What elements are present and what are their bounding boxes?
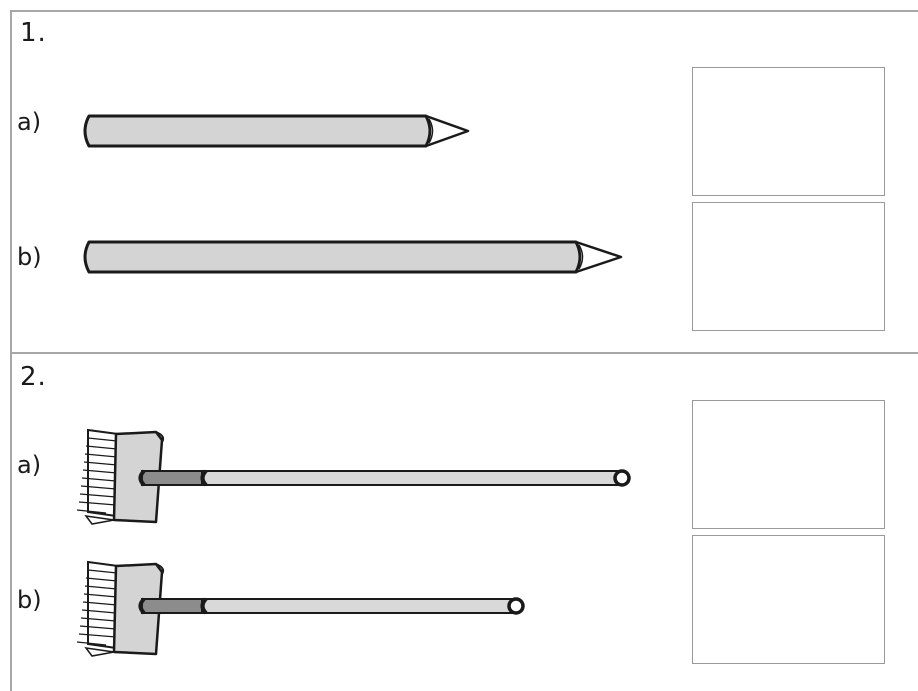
answer-box-2b[interactable]: [692, 535, 885, 664]
broom-short-icon: [76, 560, 525, 657]
answer-box-1b[interactable]: [692, 202, 885, 331]
item-label-b: b): [17, 243, 42, 271]
pencil-short-icon: [83, 114, 470, 148]
item-label-a: a): [17, 108, 42, 136]
question-number: 2.: [20, 362, 47, 392]
question-number: 1.: [20, 18, 47, 48]
answer-box-1a[interactable]: [692, 67, 885, 196]
broom-long-icon: [76, 428, 631, 525]
item-label-b: b): [17, 586, 42, 614]
frame-left-border: [10, 10, 12, 691]
answer-box-2a[interactable]: [692, 400, 885, 529]
section-divider: [10, 352, 918, 354]
item-label-a: a): [17, 451, 42, 479]
pencil-long-icon: [83, 240, 623, 274]
frame-top-border: [10, 10, 918, 12]
